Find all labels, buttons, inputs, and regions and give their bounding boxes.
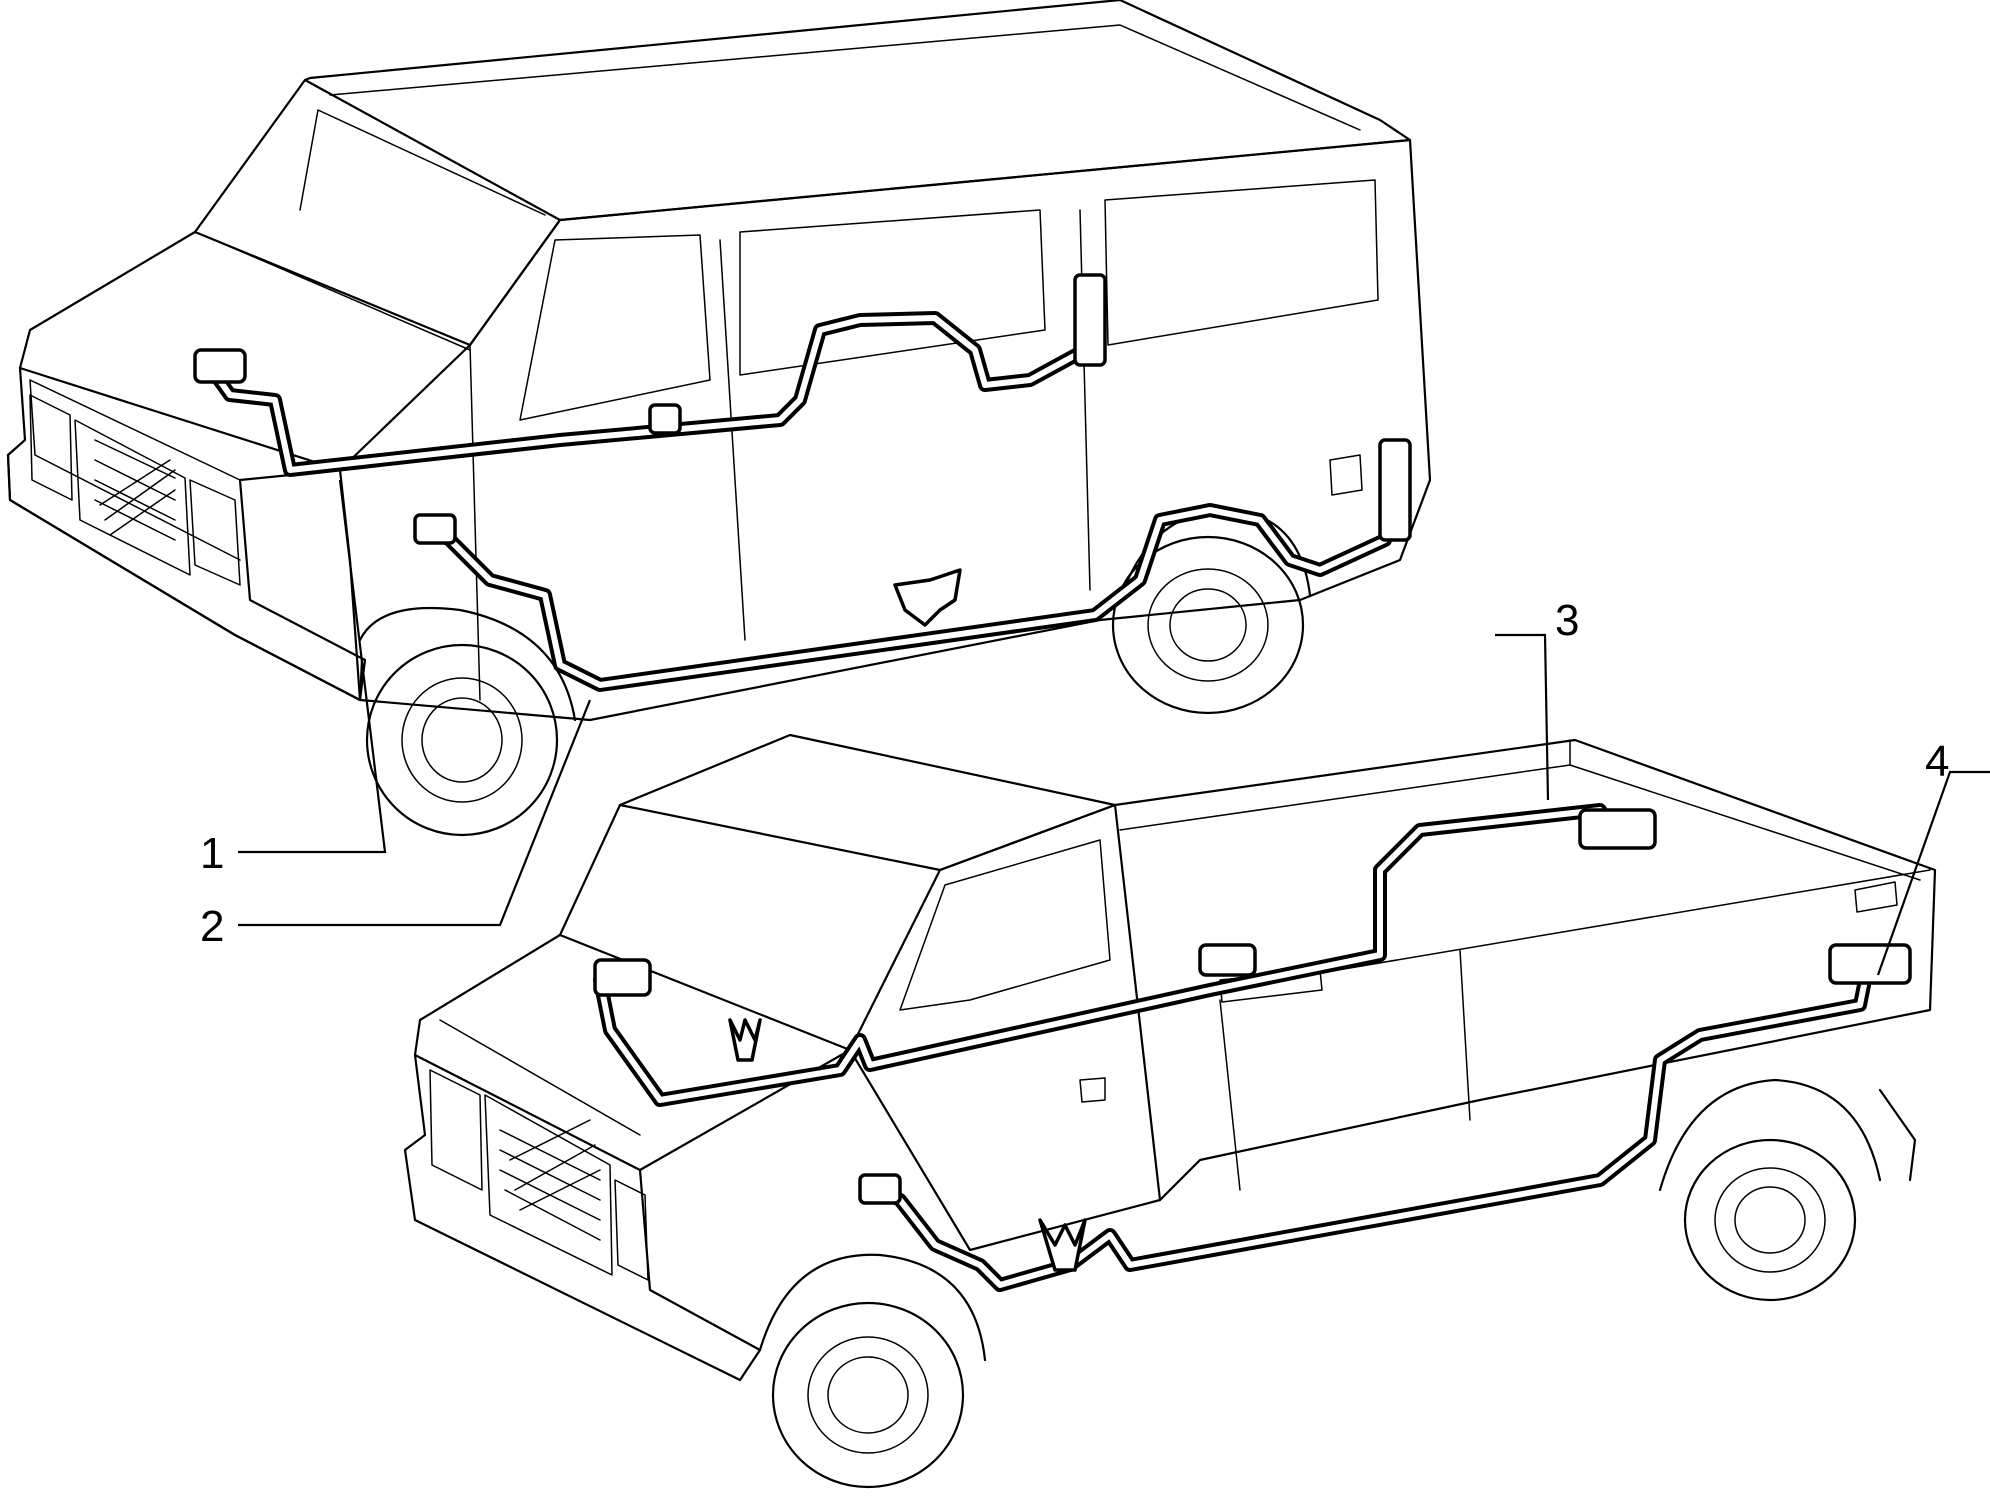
pickup-illustration — [403, 733, 1937, 1489]
pickup-harness-lower — [858, 943, 1912, 1292]
callout-leaders — [238, 479, 1990, 976]
callout-label-1: 1 — [200, 829, 224, 878]
pickup-harness-upper — [593, 803, 1657, 1107]
callout-label-4: 4 — [1925, 737, 1949, 786]
van-harness-lower — [413, 438, 1412, 692]
van-illustration — [6, 0, 1432, 837]
callout-label-3: 3 — [1555, 596, 1579, 645]
callout-label-2: 2 — [200, 902, 224, 951]
van-harness-upper — [193, 273, 1107, 477]
